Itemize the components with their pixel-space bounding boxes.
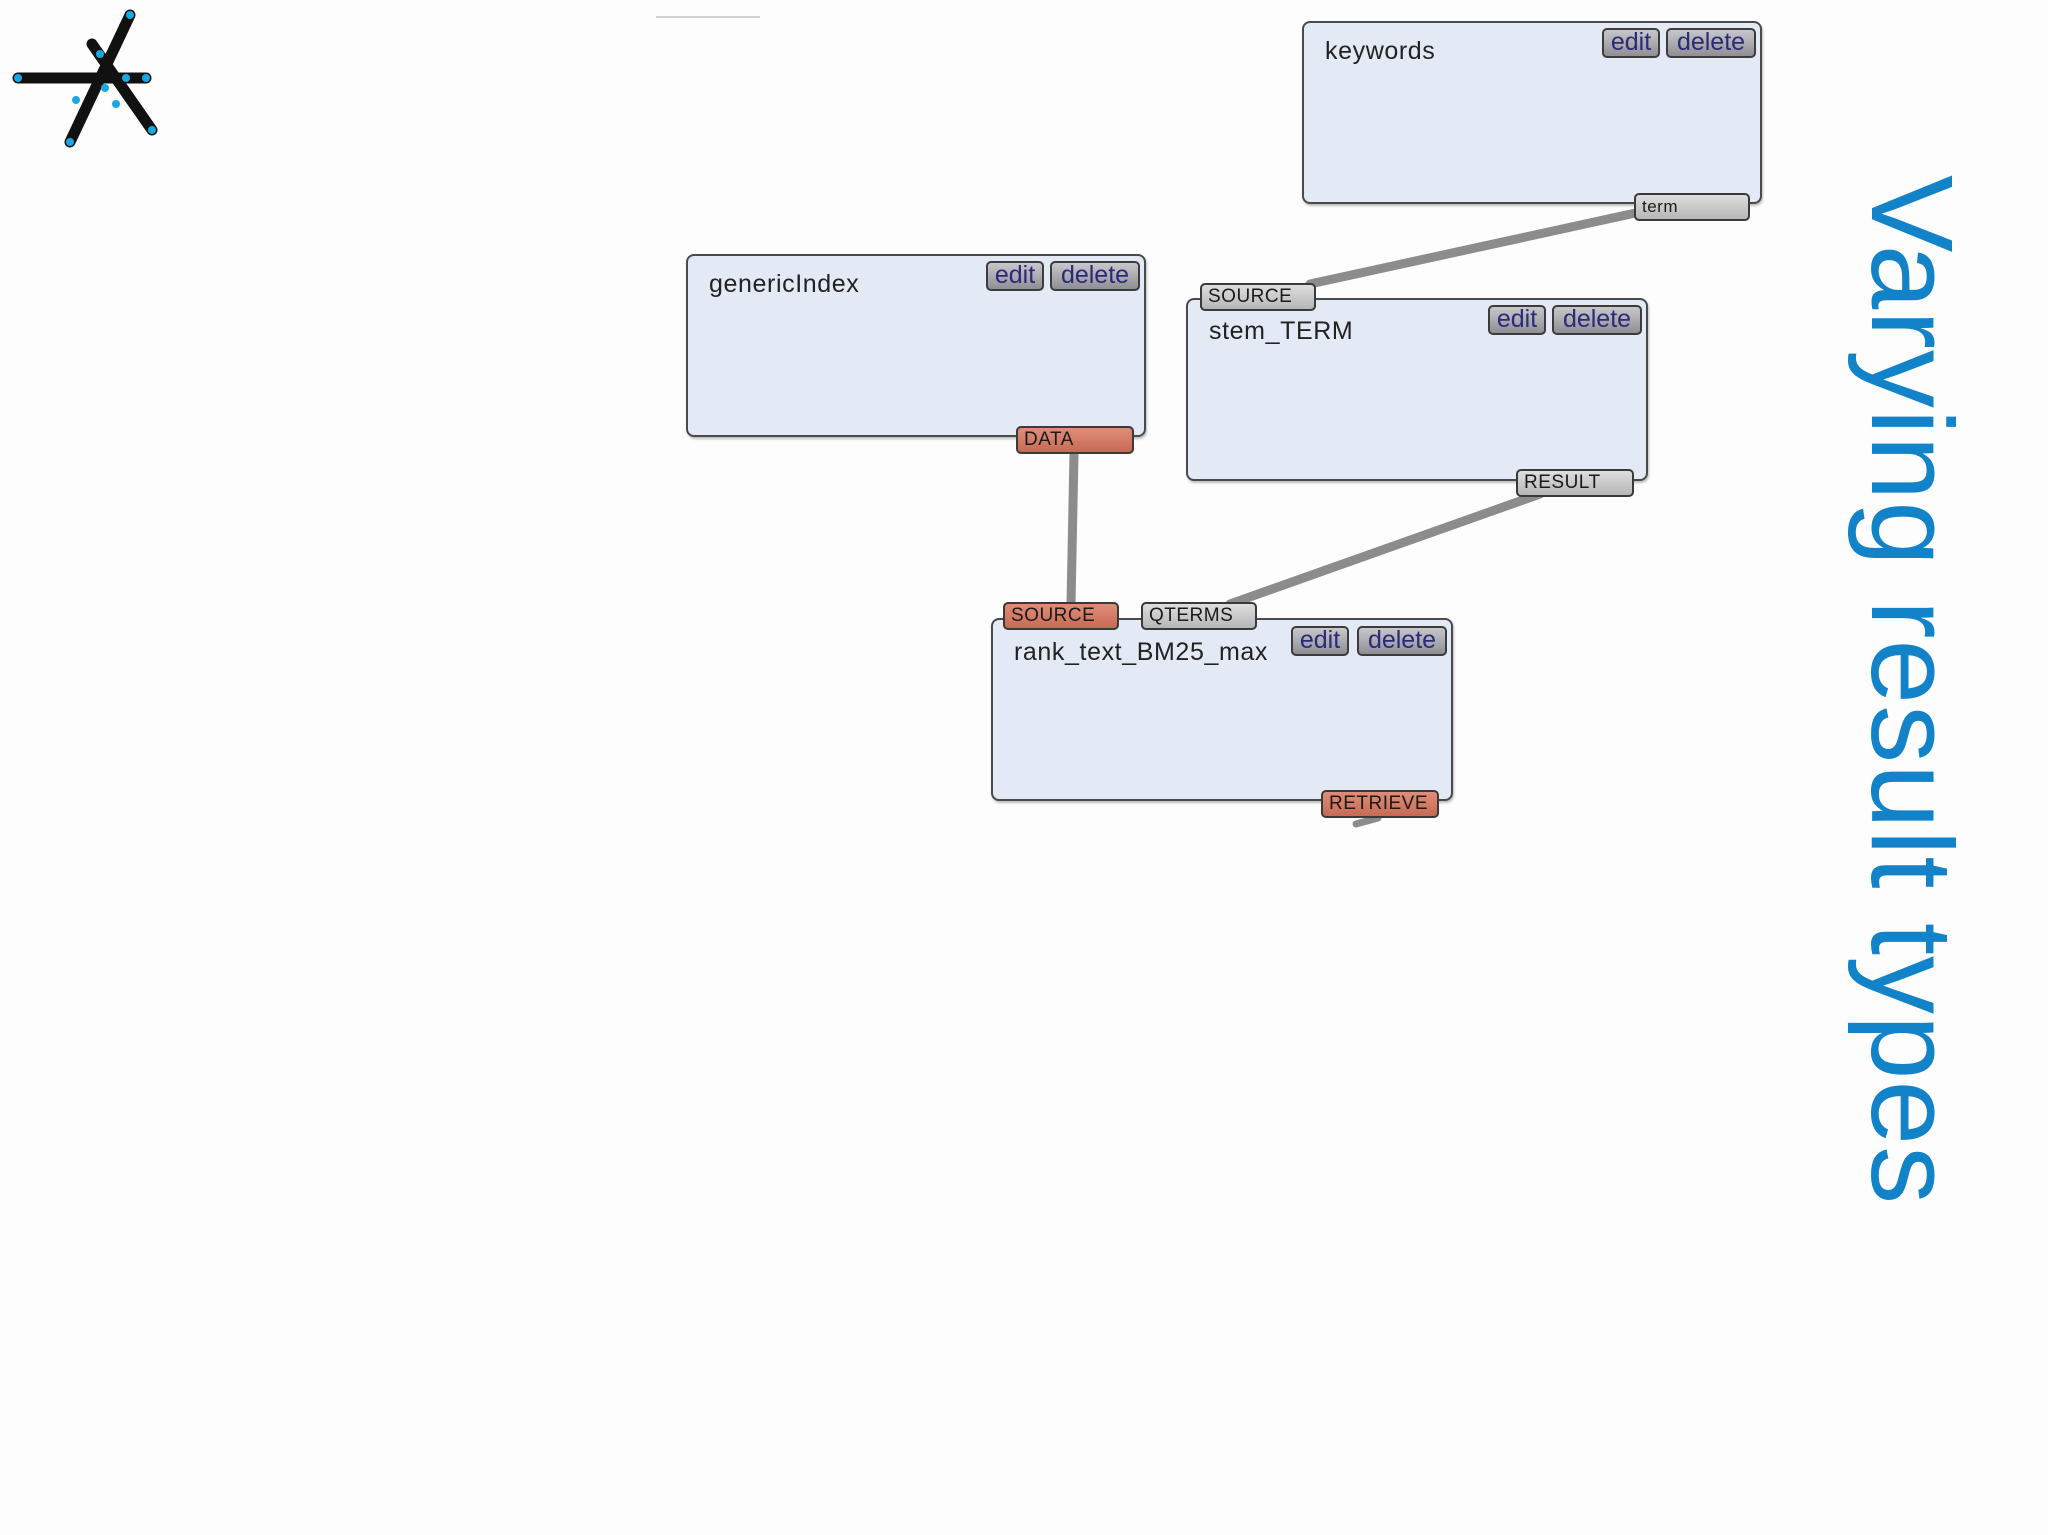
port-source[interactable]: SOURCE (1003, 602, 1119, 630)
edit-button[interactable]: edit (986, 261, 1044, 291)
delete-button[interactable]: delete (1552, 305, 1642, 335)
delete-button[interactable]: delete (1050, 261, 1140, 291)
slide-title: Varying result types (1847, 175, 1977, 1206)
edit-button[interactable]: edit (1291, 626, 1349, 656)
port-qterms[interactable]: QTERMS (1141, 602, 1257, 630)
asterisk-network-logo-icon (12, 9, 158, 148)
node-genericindex[interactable]: genericIndex edit delete (686, 254, 1146, 437)
node-title: stem_TERM (1209, 317, 1354, 345)
node-title: rank_text_BM25_max (1014, 638, 1268, 666)
node-title: keywords (1325, 37, 1436, 65)
edit-button[interactable]: edit (1488, 305, 1546, 335)
port-result[interactable]: RESULT (1516, 469, 1634, 497)
port-data[interactable]: DATA (1016, 426, 1134, 454)
node-title: genericIndex (709, 270, 860, 298)
delete-button[interactable]: delete (1666, 28, 1756, 58)
port-source[interactable]: SOURCE (1200, 283, 1316, 311)
wire-stem-result-to-rank-qterms (1225, 489, 1545, 609)
edit-button[interactable]: edit (1602, 28, 1660, 58)
divider (656, 16, 760, 18)
wire-genericindex-data-to-rank-source (1066, 449, 1079, 609)
wire-rank-retrieve-stub (1352, 814, 1382, 828)
node-stem-term[interactable]: stem_TERM edit delete (1186, 298, 1648, 481)
delete-button[interactable]: delete (1357, 626, 1447, 656)
wire-keywords-term-to-stem-source (1305, 207, 1645, 289)
port-term[interactable]: term (1634, 193, 1750, 221)
node-keywords[interactable]: keywords edit delete (1302, 21, 1762, 204)
node-rank-text-bm25-max[interactable]: rank_text_BM25_max edit delete (991, 618, 1453, 801)
port-retrieve[interactable]: RETRIEVE (1321, 790, 1439, 818)
